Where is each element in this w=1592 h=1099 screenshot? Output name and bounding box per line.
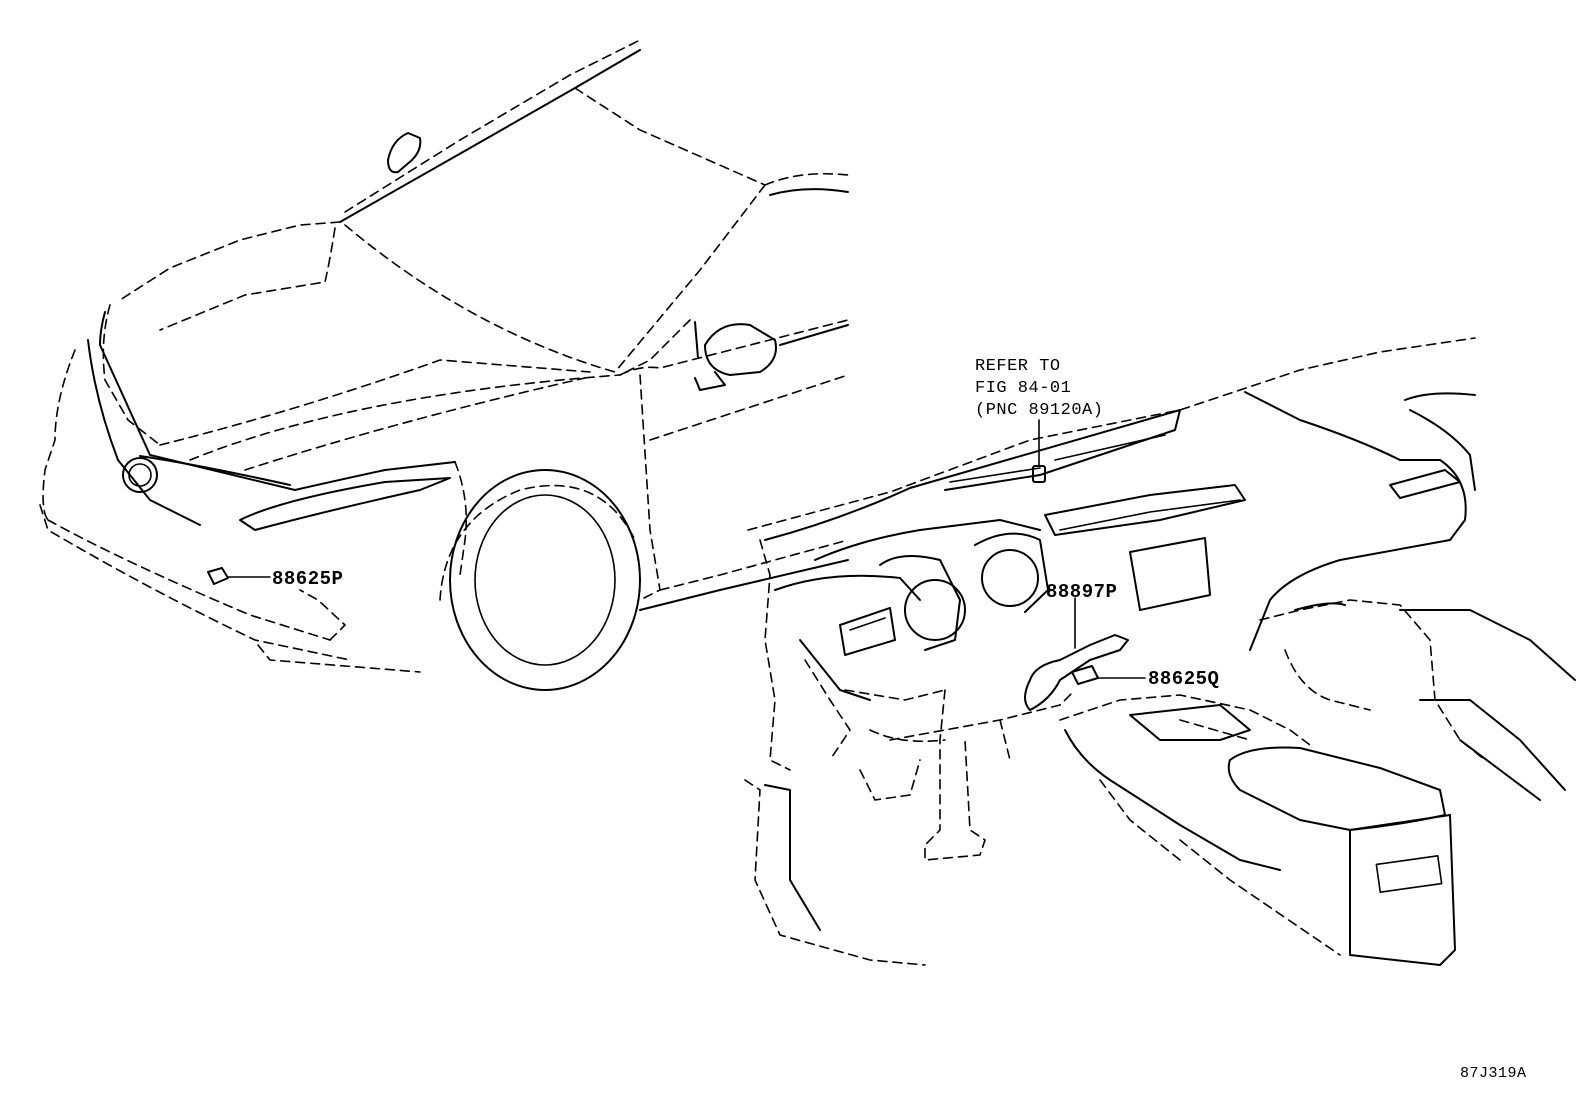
- callout-88897P: 88897P: [1046, 581, 1117, 603]
- callout-88625Q: 88625Q: [1148, 668, 1219, 690]
- reference-note-line2: FIG 84-01: [975, 379, 1071, 398]
- reference-note-line1: REFER TO: [975, 357, 1061, 376]
- dashboard-interior-illustration: [744, 337, 1576, 966]
- reference-note-line3: (PNC 89120A): [975, 401, 1103, 420]
- callout-88625P: 88625P: [272, 568, 343, 590]
- figure-id: 87J319A: [1460, 1065, 1527, 1082]
- car-exterior-illustration: [39, 39, 849, 691]
